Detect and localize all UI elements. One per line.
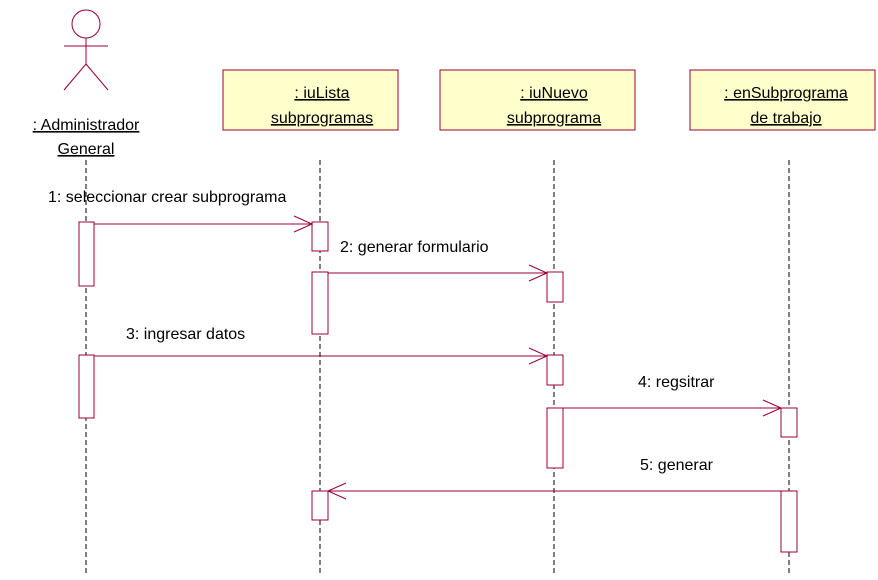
- actor-right-leg: [85, 63, 109, 91]
- activation-bar: [546, 271, 564, 303]
- message-arrowhead: [326, 482, 347, 500]
- activation-bar: [546, 354, 564, 386]
- message-label: 2: generar formulario: [340, 239, 489, 256]
- object-iulista: : iuLista subprogramas: [222, 69, 399, 131]
- actor-left-leg: [63, 63, 87, 91]
- message-arrowhead: [762, 399, 783, 417]
- actor-figure: [63, 9, 109, 91]
- message-arrowhead: [293, 215, 314, 233]
- actor-label-line1: : Administrador: [33, 117, 140, 134]
- message-label: 4: regsitrar: [638, 374, 715, 391]
- message-1: 1: seleccionar crear subprograma: [48, 189, 314, 233]
- object-label-line2: subprograma: [507, 110, 601, 127]
- object-label-line2: de trabajo: [750, 110, 821, 127]
- message-3: 3: ingresar datos: [94, 326, 549, 365]
- object-label-line1: : iuLista: [294, 85, 349, 102]
- activation-bar: [780, 407, 798, 438]
- activation-bar: [546, 407, 564, 469]
- object-iunuevo: : iuNuevo subprograma: [439, 69, 636, 131]
- activation-bar: [780, 490, 798, 553]
- object-label-line1: : iuNuevo: [520, 85, 588, 102]
- message-2: 2: generar formulario: [328, 239, 549, 282]
- activation-bar: [78, 354, 95, 419]
- message-arrowhead: [528, 347, 549, 365]
- activation-bar: [311, 271, 329, 335]
- object-box: [439, 69, 636, 131]
- message-label: 1: seleccionar crear subprograma: [48, 189, 286, 206]
- object-box: [689, 69, 876, 131]
- actor-head: [71, 9, 101, 39]
- message-label: 3: ingresar datos: [126, 326, 245, 343]
- message-4: 4: regsitrar: [563, 374, 783, 417]
- activation-bar: [78, 221, 95, 287]
- object-ensubprograma: : enSubprograma de trabajo: [689, 69, 876, 131]
- object-box: [222, 69, 399, 131]
- object-label-line2: subprogramas: [271, 110, 373, 127]
- message-arrowhead: [528, 264, 549, 282]
- message-label: 5: generar: [640, 457, 714, 474]
- activation-bar: [311, 221, 329, 252]
- actor-label-line2: General: [58, 141, 115, 158]
- activation-bar: [311, 490, 329, 521]
- message-5: 5: generar: [326, 457, 781, 500]
- object-label-line1: : enSubprograma: [724, 85, 848, 102]
